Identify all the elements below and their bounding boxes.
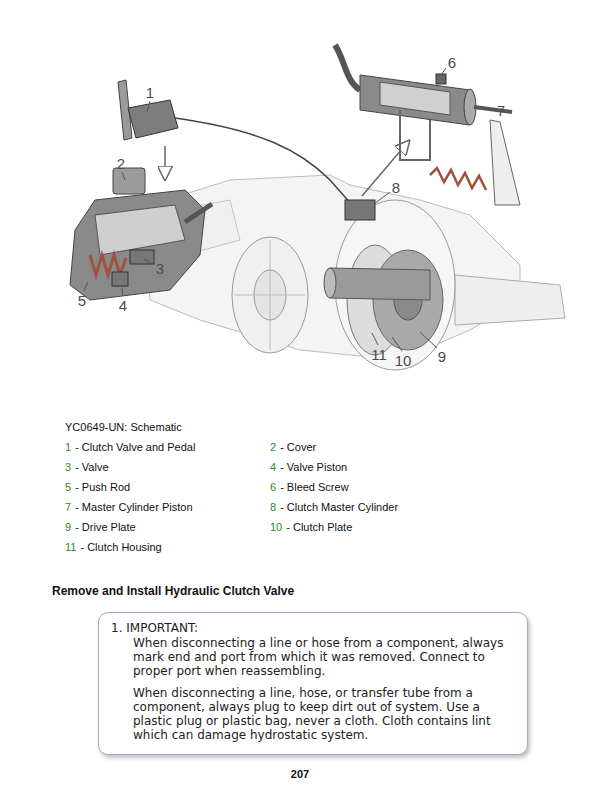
key-number: 11 bbox=[65, 541, 76, 554]
key-row: 8 - Clutch Master Cylinder bbox=[270, 501, 398, 514]
key-number: 7 bbox=[65, 501, 71, 514]
callout-number: 8 bbox=[392, 180, 400, 195]
page-number: 207 bbox=[291, 768, 309, 780]
key-text: - Clutch Plate bbox=[286, 521, 352, 534]
key-number: 1 bbox=[65, 441, 71, 454]
callout-number: 2 bbox=[117, 156, 125, 171]
key-text: - Valve bbox=[75, 461, 108, 474]
key-text: - Master Cylinder Piston bbox=[75, 501, 192, 514]
key-text: - Cover bbox=[280, 441, 316, 454]
key-number: 10 bbox=[270, 521, 282, 534]
callout-number: 7 bbox=[497, 103, 505, 118]
key-number: 3 bbox=[65, 461, 71, 474]
key-row: 6 - Bleed Screw bbox=[270, 481, 349, 494]
key-row: 9 - Drive Plate bbox=[65, 521, 136, 534]
key-row: 1 - Clutch Valve and Pedal bbox=[65, 441, 195, 454]
key-text: - Push Rod bbox=[75, 481, 130, 494]
key-text: - Clutch Valve and Pedal bbox=[75, 441, 195, 454]
callout-number: 10 bbox=[395, 353, 412, 368]
note-box: 1. IMPORTANT:When disconnecting a line o… bbox=[98, 612, 528, 755]
note-paragraph: When disconnecting a line, hose, or tran… bbox=[133, 686, 515, 742]
key-number: 6 bbox=[270, 481, 276, 494]
clutch-illustration bbox=[0, 0, 600, 410]
key-text: - Bleed Screw bbox=[280, 481, 348, 494]
key-row: 3 - Valve bbox=[65, 461, 109, 474]
key-row: 11 - Clutch Housing bbox=[65, 541, 162, 554]
key-number: 8 bbox=[270, 501, 276, 514]
key-number: 9 bbox=[65, 521, 71, 534]
callout-number: 6 bbox=[448, 55, 456, 70]
callout-number: 4 bbox=[119, 298, 127, 313]
callout-number: 3 bbox=[156, 261, 164, 276]
callout-number: 9 bbox=[438, 349, 446, 364]
callout-number: 5 bbox=[78, 293, 86, 308]
key-text: - Clutch Master Cylinder bbox=[280, 501, 398, 514]
key-number: 4 bbox=[270, 461, 276, 474]
key-row: 2 - Cover bbox=[270, 441, 316, 454]
callout-number: 1 bbox=[146, 85, 154, 100]
key-text: - Drive Plate bbox=[75, 521, 136, 534]
note-heading: 1. IMPORTANT: bbox=[111, 621, 515, 635]
key-text: - Valve Piston bbox=[280, 461, 347, 474]
note-paragraph: When disconnecting a line or hose from a… bbox=[133, 636, 515, 678]
key-row: 10 - Clutch Plate bbox=[270, 521, 352, 534]
key-row: 4 - Valve Piston bbox=[270, 461, 347, 474]
key-number: 5 bbox=[65, 481, 71, 494]
key-row: 7 - Master Cylinder Piston bbox=[65, 501, 193, 514]
section-heading: Remove and Install Hydraulic Clutch Valv… bbox=[52, 584, 294, 598]
key-text: - Clutch Housing bbox=[80, 541, 161, 554]
key-number: 2 bbox=[270, 441, 276, 454]
figure-caption: YC0649-UN: Schematic bbox=[65, 421, 182, 433]
key-row: 5 - Push Rod bbox=[65, 481, 130, 494]
callout-number: 11 bbox=[371, 347, 387, 362]
